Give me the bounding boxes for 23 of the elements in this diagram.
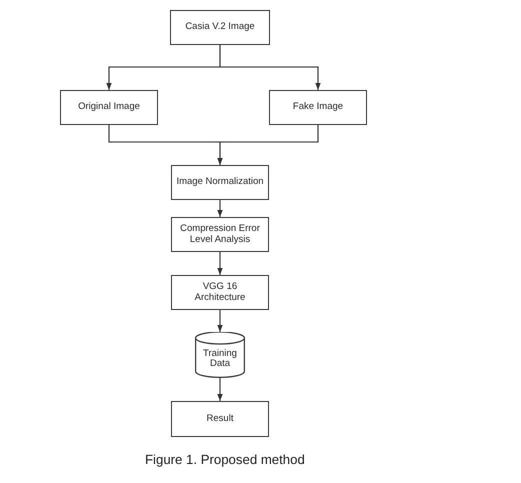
process-box bbox=[171, 217, 269, 252]
process-box bbox=[170, 10, 270, 45]
process-box bbox=[171, 401, 269, 437]
node-label: Compression Error Level Analysis bbox=[179, 224, 261, 245]
node-label: Training Data bbox=[202, 348, 238, 370]
node-label: Casia V.2 Image bbox=[185, 22, 255, 33]
node-label: Result bbox=[206, 414, 234, 424]
database-cylinder bbox=[195, 332, 245, 378]
process-box bbox=[269, 90, 367, 125]
connector-arrow bbox=[217, 252, 223, 275]
connector-arrow bbox=[217, 200, 223, 217]
process-box bbox=[60, 90, 158, 125]
process-box bbox=[171, 165, 269, 200]
figure-caption: Figure 1. Proposed method bbox=[145, 452, 305, 467]
connector-arrow bbox=[217, 310, 223, 332]
node-label: VGG 16 Architecture bbox=[194, 282, 246, 303]
connector-arrow bbox=[219, 45, 321, 90]
node-label: Fake Image bbox=[292, 102, 344, 113]
node-label: Image Normalization bbox=[176, 177, 264, 188]
node-label: Original Image bbox=[78, 102, 140, 113]
connector-arrow bbox=[217, 125, 319, 165]
process-box bbox=[171, 275, 269, 310]
connector-arrow bbox=[217, 378, 223, 401]
